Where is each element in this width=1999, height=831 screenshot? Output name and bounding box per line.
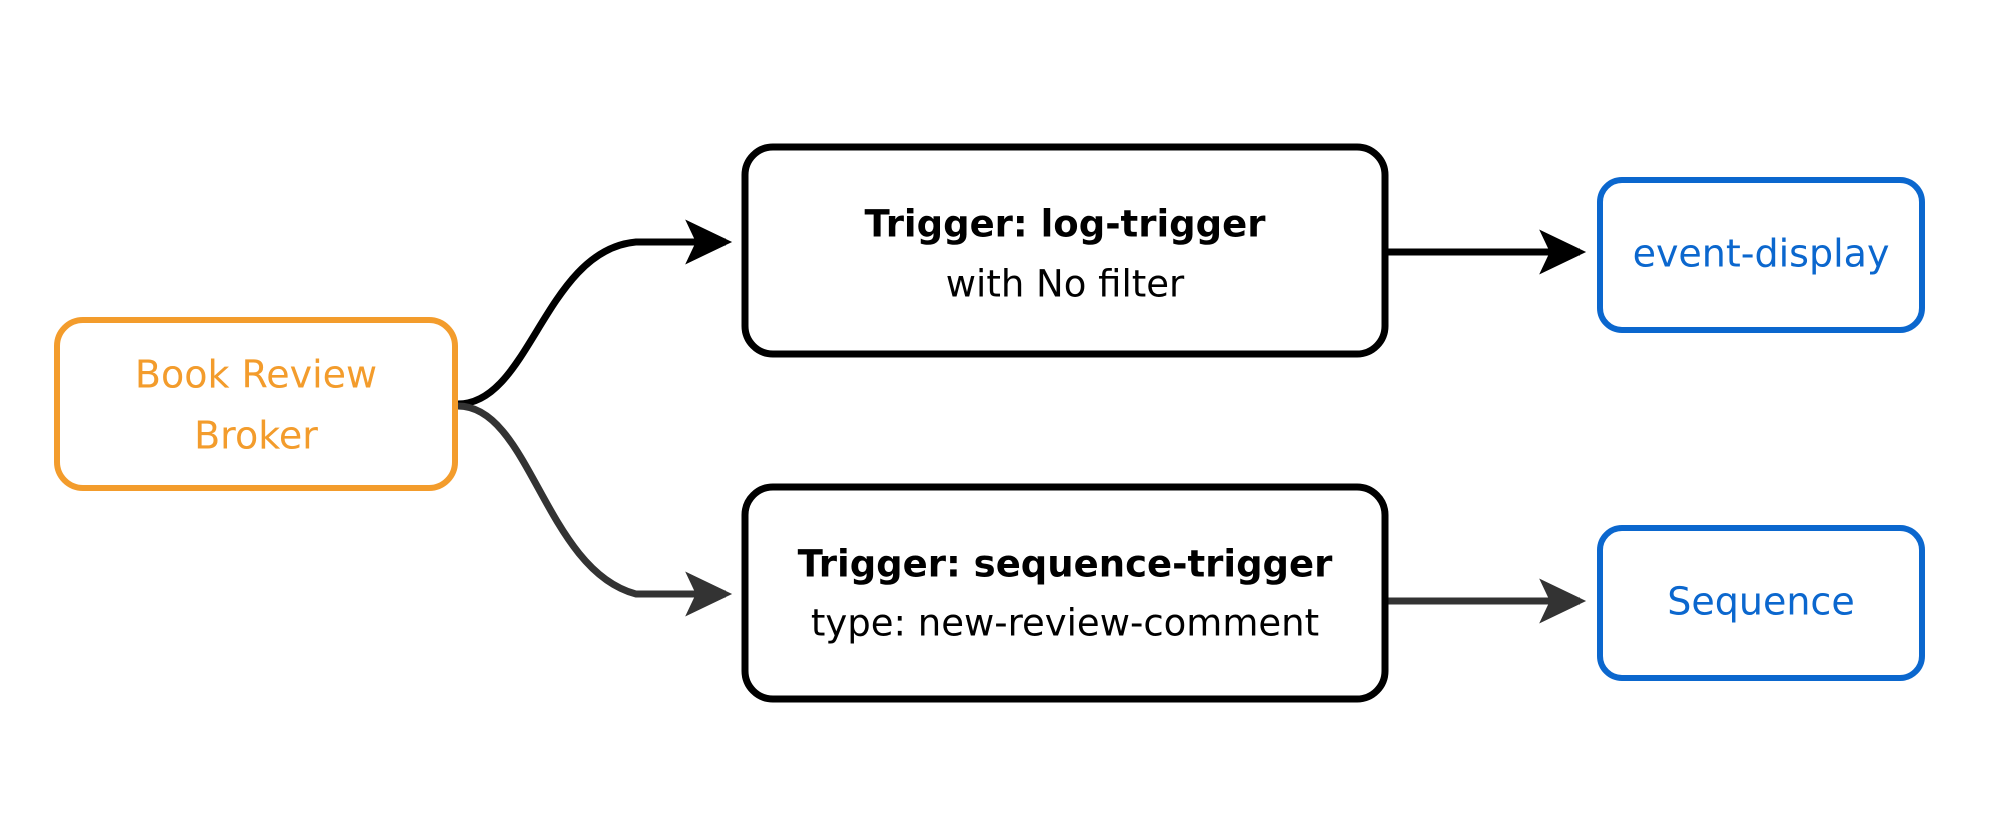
edge-broker-to-sequence-trigger[interactable] — [457, 402, 733, 617]
node-book-review-broker[interactable]: Book Review Broker — [54, 317, 458, 491]
sequence-label: Sequence — [1667, 580, 1854, 624]
sequence-box[interactable] — [1597, 525, 1925, 681]
node-log-trigger[interactable]: Trigger: log-trigger with No filter — [741, 143, 1389, 358]
log-trigger-subtitle: with No filter — [946, 263, 1185, 306]
edge-broker-to-log-trigger[interactable] — [457, 219, 733, 408]
event-display-box[interactable] — [1597, 177, 1925, 333]
broker-label-line1: Book Review — [135, 353, 377, 397]
log-trigger-box[interactable] — [741, 143, 1389, 358]
sequence-trigger-title: Trigger: sequence-trigger — [798, 543, 1334, 586]
log-trigger-title: Trigger: log-trigger — [865, 203, 1267, 246]
edge-layer — [457, 219, 1587, 624]
sequence-trigger-box[interactable] — [741, 483, 1389, 703]
node-sequence-trigger[interactable]: Trigger: sequence-trigger type: new-revi… — [741, 483, 1389, 703]
sequence-trigger-subtitle: type: new-review-comment — [811, 602, 1319, 645]
broker-box[interactable] — [54, 317, 458, 491]
broker-label-line2: Broker — [194, 414, 318, 458]
node-event-display[interactable]: event-display — [1597, 177, 1925, 333]
event-display-label: event-display — [1633, 232, 1890, 276]
node-sequence[interactable]: Sequence — [1597, 525, 1925, 681]
